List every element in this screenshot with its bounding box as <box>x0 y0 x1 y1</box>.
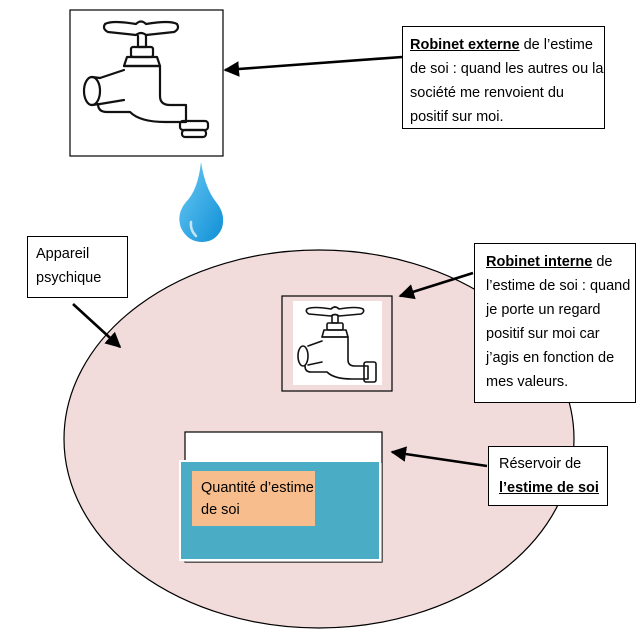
arrow-psychic-apparatus <box>72 303 122 349</box>
internal-tap-description: de l’estime de soi : quand je porte un r… <box>486 254 631 390</box>
reservoir-prefix: Réservoir de <box>499 456 582 472</box>
arrow-external-tap <box>223 55 403 77</box>
self-esteem-quantity-label: Quantité d’estime de soi <box>201 480 314 518</box>
arrow-reservoir <box>390 446 488 468</box>
internal-tap-label: Robinet interne de l’estime de soi : qua… <box>474 243 636 403</box>
arrow-internal-tap <box>398 271 474 300</box>
reservoir-label: Réservoir de l’estime de soi <box>488 446 608 506</box>
external-tap-description: de l’estime de soi : quand les autres ou… <box>410 37 604 125</box>
external-faucet <box>69 9 224 157</box>
external-tap-label: Robinet externe de l’estime de soi : qua… <box>402 26 605 129</box>
faucet-icon <box>297 306 377 383</box>
faucet-icon <box>82 20 210 139</box>
internal-tap-title: Robinet interne <box>486 254 593 270</box>
water-drop <box>179 162 224 242</box>
psychic-apparatus-text: Appareil psychique <box>36 246 102 286</box>
reservoir-title: l’estime de soi <box>499 480 599 496</box>
internal-faucet <box>281 295 393 392</box>
self-esteem-quantity-box: Quantité d’estime de soi <box>192 471 315 526</box>
psychic-apparatus-label: Appareil psychique <box>27 236 128 298</box>
external-tap-title: Robinet externe <box>410 37 520 53</box>
